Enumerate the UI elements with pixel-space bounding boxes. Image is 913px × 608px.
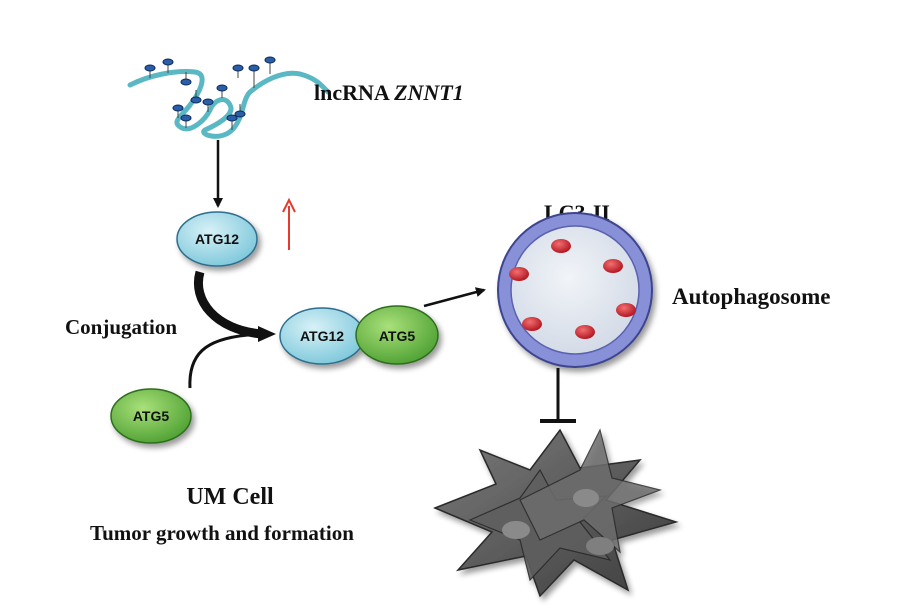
- autophagosome: [497, 212, 653, 368]
- up-arrow-icon: [282, 197, 296, 250]
- atg12-node: [176, 211, 258, 267]
- conjugation-label: Conjugation: [65, 315, 177, 339]
- lncrna-strand-icon: [127, 56, 331, 139]
- atg5-node: [110, 388, 192, 444]
- complex-atg12-label: ATG12: [300, 328, 344, 344]
- tumor-growth-label: Tumor growth and formation: [90, 521, 354, 545]
- autophagosome-label: Autophagosome: [672, 284, 830, 309]
- complex-atg5-label: ATG5: [379, 328, 416, 344]
- lncrna-gene-name: ZNNT1: [393, 80, 464, 105]
- tumor-cells-icon: [433, 428, 679, 598]
- inhibition-bar-icon: [540, 368, 576, 423]
- lncrna-prefix: lncRNA: [314, 80, 394, 105]
- conjugation-arrows: [188, 270, 276, 389]
- atg12-node-label: ATG12: [195, 231, 239, 247]
- atg12-atg5-complex: [279, 305, 439, 365]
- um-cell-label: UM Cell: [186, 484, 274, 510]
- atg5-node-label: ATG5: [133, 408, 170, 424]
- lc3-dots: [509, 239, 636, 339]
- lncrna-label: lncRNA ZNNT1: [314, 80, 464, 105]
- arrow-complex-to-autophagosome: [423, 287, 486, 308]
